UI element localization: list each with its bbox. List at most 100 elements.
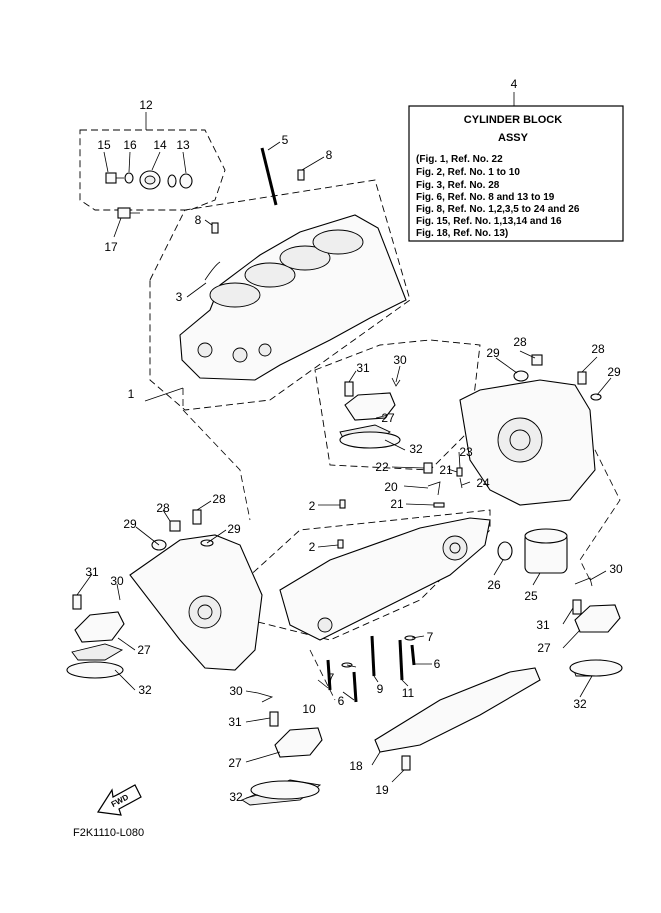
- part-24: [459, 477, 463, 489]
- dowel-pin-2a: [337, 539, 344, 549]
- bolt-28-right: [577, 371, 587, 385]
- callout-8: 8: [326, 148, 333, 162]
- callout-16: 16: [123, 138, 137, 152]
- bolt-19: [401, 755, 411, 771]
- callout-15: 15: [97, 138, 111, 152]
- bolt-6b: [410, 644, 416, 666]
- callout-8: 8: [195, 213, 202, 227]
- callout-29: 29: [607, 365, 621, 379]
- callout-32: 32: [409, 442, 423, 456]
- clip-30-right: [574, 577, 593, 587]
- dowel-pin-8b: [211, 222, 219, 234]
- gasket-32-right: [569, 659, 623, 677]
- callout-25: 25: [524, 589, 538, 603]
- assy-note-box: CYLINDER BLOCK ASSY (Fig. 1, Ref. No. 22…: [408, 92, 624, 242]
- note-subtitle: ASSY: [498, 132, 529, 144]
- bolt-17: [117, 207, 140, 219]
- bolt-22: [423, 462, 433, 474]
- side-cover-left: [129, 534, 263, 671]
- o-ring-7b: [404, 635, 416, 641]
- callout-31: 31: [228, 715, 242, 729]
- callout-21: 21: [439, 463, 453, 477]
- callout-28: 28: [212, 492, 226, 506]
- callout-numbers: 1 2 2 3 4 5 6 6 7 7 8 8 9 10 11 12 13 14…: [85, 77, 623, 804]
- note-line: Fig. 15, Ref. No. 1,13,14 and 16: [416, 216, 562, 227]
- pin-21b: [456, 467, 463, 477]
- callout-21: 21: [390, 497, 404, 511]
- bolt-28-left-b: [192, 509, 202, 525]
- callout-31: 31: [536, 618, 550, 632]
- callout-31: 31: [85, 565, 99, 579]
- bolt-31-left: [72, 594, 82, 610]
- callout-32: 32: [573, 697, 587, 711]
- side-cover-right: [459, 379, 596, 506]
- callout-23: 23: [459, 445, 473, 459]
- bolt-11: [398, 639, 404, 681]
- callout-32: 32: [229, 790, 243, 804]
- callout-32: 32: [138, 683, 152, 697]
- callout-6: 6: [338, 694, 345, 708]
- cap-13: [179, 173, 193, 189]
- callout-13: 13: [176, 138, 190, 152]
- callout-20: 20: [384, 480, 398, 494]
- parts: [66, 147, 623, 806]
- diagram-code: F2K1110-L080: [73, 827, 144, 839]
- note-line: (Fig. 1, Ref. No. 22: [416, 154, 503, 165]
- callout-30: 30: [229, 684, 243, 698]
- callout-28: 28: [591, 342, 605, 356]
- gasket-32-left: [66, 661, 124, 679]
- callout-24: 24: [476, 476, 490, 490]
- callout-27: 27: [137, 643, 151, 657]
- callout-30: 30: [110, 574, 124, 588]
- bolt-31-bottom: [269, 711, 279, 727]
- callout-27: 27: [381, 411, 395, 425]
- dowel-pin-8a: [297, 169, 305, 181]
- stud-bolt-5: [260, 147, 278, 206]
- note-line: Fig. 2, Ref. No. 1 to 10: [416, 167, 520, 178]
- washer-29-right: [590, 393, 602, 401]
- callout-30: 30: [609, 562, 623, 576]
- callout-5: 5: [282, 133, 289, 147]
- callout-7: 7: [427, 630, 434, 644]
- clip-30-bottom: [257, 692, 274, 703]
- callout-18: 18: [349, 759, 363, 773]
- bracket-20: [427, 481, 441, 496]
- bolt-31-top: [344, 381, 354, 397]
- washer-16: [124, 172, 134, 184]
- callout-1: 1: [128, 387, 135, 401]
- callout-28: 28: [156, 501, 170, 515]
- callout-7: 7: [328, 671, 335, 685]
- bolt-10: [326, 659, 332, 691]
- callout-6: 6: [434, 657, 441, 671]
- callout-11: 11: [402, 686, 415, 700]
- gasket-32-bottom: [250, 780, 320, 800]
- callout-2: 2: [309, 499, 316, 513]
- cap-28-right: [513, 354, 543, 382]
- note-line: Fig. 6, Ref. No. 8 and 13 to 19: [416, 192, 555, 203]
- callout-27: 27: [228, 756, 242, 770]
- callout-10: 10: [302, 702, 316, 716]
- callout-12: 12: [139, 98, 153, 112]
- callout-27: 27: [537, 641, 551, 655]
- note-line: Fig. 18, Ref. No. 13): [416, 228, 508, 239]
- bolt-6a: [352, 671, 358, 703]
- oil-pan-cover-18: [374, 667, 541, 753]
- callout-31: 31: [356, 361, 370, 375]
- crankcase: [279, 517, 491, 641]
- o-ring-13a: [167, 174, 177, 188]
- fwd-arrow: FWD: [96, 784, 142, 816]
- callout-2: 2: [309, 540, 316, 554]
- callout-29: 29: [486, 346, 500, 360]
- callout-26: 26: [487, 578, 501, 592]
- callout-22: 22: [375, 460, 389, 474]
- fitting-26: [497, 541, 513, 561]
- cylinder-block-1: [179, 214, 407, 381]
- bolt-15: [105, 172, 124, 184]
- bracket-21a: [433, 502, 445, 508]
- callout-17: 17: [104, 240, 118, 254]
- callout-30: 30: [393, 353, 407, 367]
- gasket-32-top: [339, 431, 401, 449]
- oil-filter-25: [524, 528, 568, 574]
- callout-4: 4: [511, 77, 518, 91]
